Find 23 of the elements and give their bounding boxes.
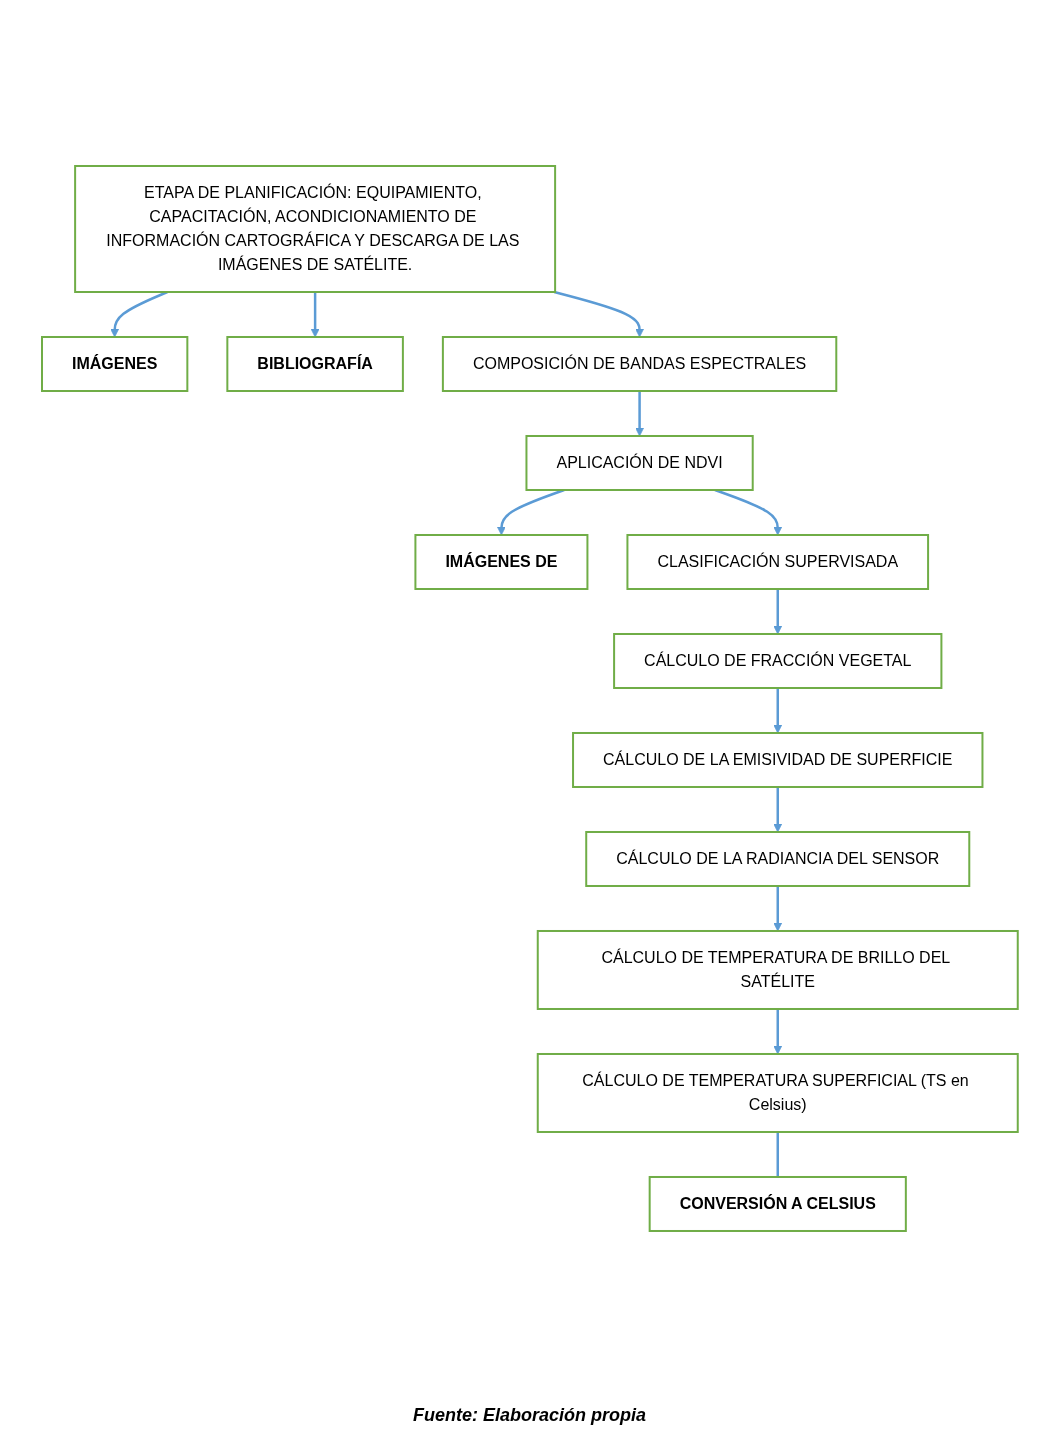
node-box: CÁLCULO DE FRACCIÓN VEGETAL (612, 633, 943, 689)
arrow (773, 787, 782, 833)
node-box: CÁLCULO DE TEMPERATURA DE BRILLO DEL SATÉLITE (536, 930, 1019, 1010)
arrow (310, 292, 320, 338)
arrow (634, 391, 644, 437)
node-box: CONVERSIÓN A CELSIUS (648, 1176, 907, 1232)
node-box: IMÁGENES DE (414, 534, 589, 590)
node-box: CLASIFICACIÓN SUPERVISADA (626, 534, 929, 590)
arrow (553, 290, 644, 338)
node-box: BIBLIOGRAFÍA (225, 336, 404, 392)
node-box: CÁLCULO DE LA EMISIVIDAD DE SUPERFICIE (571, 732, 984, 788)
arrow (773, 688, 782, 734)
node-box: IMÁGENES (40, 336, 188, 392)
arrow (773, 589, 782, 635)
connector (776, 1132, 779, 1177)
arrow (773, 1009, 782, 1055)
node-box: CÁLCULO DE TEMPERATURA SUPERFICIAL (TS en Celsius) (536, 1053, 1019, 1133)
node-box: COMPOSICIÓN DE BANDAS ESPECTRALES (441, 336, 837, 392)
node-box: CÁLCULO DE LA RADIANCIA DEL SENSOR (584, 831, 970, 887)
node-box: ETAPA DE PLANIFICACIÓN: EQUIPAMIENTO, CAPACITACIÓN, ACONDICIONAMIENTO DE INFORMACIÓN CARTOGRÁFICA Y DESCARGA DE LAS IMÁGENES DE SATÉLITE. (73, 165, 556, 293)
arrow (773, 886, 782, 932)
node-box: APLICACIÓN DE NDVI (525, 435, 754, 491)
caption: Fuente: Elaboración propia (413, 1405, 646, 1426)
